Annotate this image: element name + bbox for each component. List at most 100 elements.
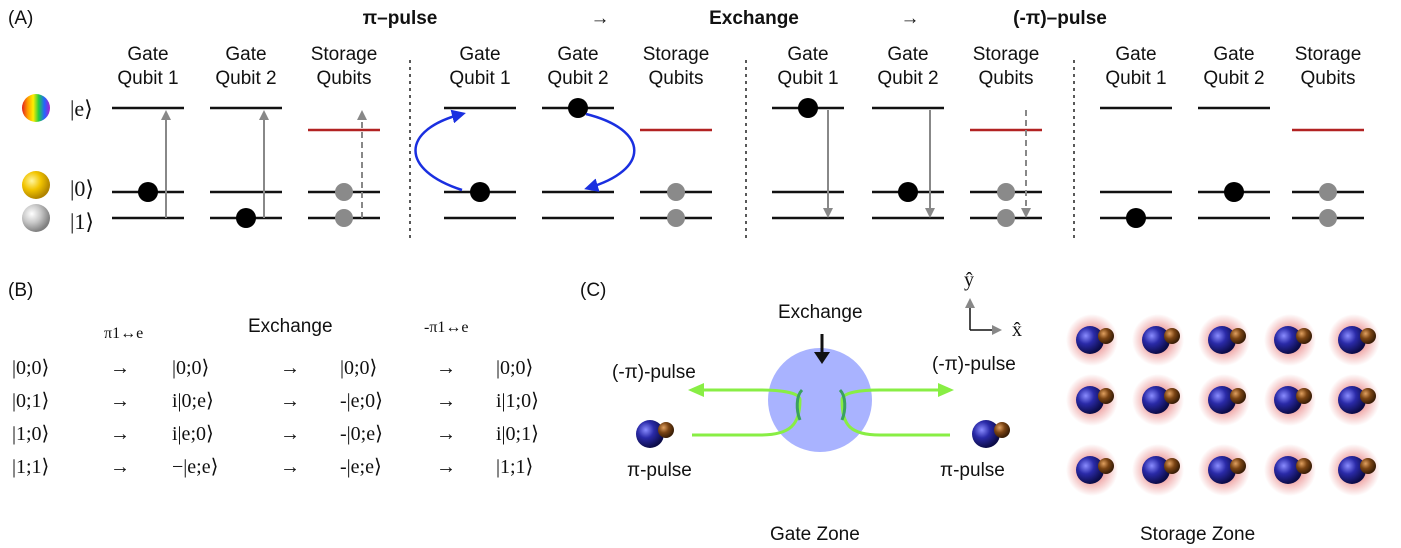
step-headers: π–pulse→Exchange→(-π)–pulse (363, 8, 1107, 29)
header-minus-pi: -π1↔e (424, 319, 469, 336)
green-path-left (688, 383, 802, 437)
storage-atom-1-0 (1066, 374, 1118, 426)
inner-arc-right (838, 388, 847, 421)
storage-dot-0-3 (1319, 183, 1337, 201)
storage-atom-1-4 (1328, 374, 1380, 426)
electron-0-1 (236, 208, 256, 228)
state-cell-2-2: i|e;0⟩ (172, 423, 214, 445)
column-label-1-0-0: Gate (459, 44, 500, 65)
axis-x-label: x̂ (1012, 319, 1022, 341)
storage-atoms (1066, 314, 1380, 496)
right-top-pulse-label: (-π)-pulse (932, 354, 1016, 375)
storage-atom-0-2 (1198, 314, 1250, 366)
storage-atom-2-1 (1132, 444, 1184, 496)
electron-1-0 (470, 182, 490, 202)
state-cell-0-1: → (110, 357, 130, 379)
electron-0-0 (138, 182, 158, 202)
column-label-3-2-0: Storage (1295, 44, 1362, 65)
state-cell-2-6: i|0;1⟩ (496, 423, 539, 445)
storage-atom-1-1 (1132, 374, 1184, 426)
state-cell-1-3: → (280, 390, 300, 412)
column-label-1-1-0: Gate (557, 44, 598, 65)
column-label-0-0-0: Gate (127, 44, 168, 65)
state-cell-0-2: |0;0⟩ (172, 357, 209, 379)
column-label-3-2-1: Qubits (1301, 68, 1356, 89)
column-label-0-1-1: Qubit 2 (215, 68, 276, 89)
column-label-2-0-0: Gate (787, 44, 828, 65)
state-cell-2-1: → (110, 423, 130, 445)
electron-2-1 (898, 182, 918, 202)
green-path-right (840, 383, 954, 437)
electron-1-1 (568, 98, 588, 118)
state-cell-3-4: -|e;e⟩ (340, 456, 382, 478)
electron-3-0 (1126, 208, 1146, 228)
storage-atom-0-1 (1132, 314, 1184, 366)
column-label-0-0-1: Qubit 1 (117, 68, 178, 89)
storage-dot-1-2 (997, 209, 1015, 227)
column-label-3-0-0: Gate (1115, 44, 1156, 65)
step-header-1: → (591, 8, 610, 29)
state-cell-2-4: -|0;e⟩ (340, 423, 383, 445)
storage-atom-2-2 (1198, 444, 1250, 496)
exchange-arrow-right (584, 112, 636, 192)
state-cell-2-5: → (436, 423, 456, 445)
state-cell-1-5: → (436, 390, 456, 412)
column-label-0-2-0: Storage (311, 44, 378, 65)
state-cell-0-0: |0;0⟩ (12, 357, 49, 379)
gate-zone-circle (768, 348, 872, 452)
state-cell-1-6: i|1;0⟩ (496, 390, 539, 412)
state-cell-3-0: |1;1⟩ (12, 456, 49, 478)
inner-arc-left (795, 388, 804, 421)
column-label-2-2-1: Qubits (979, 68, 1034, 89)
state-cell-3-6: |1;1⟩ (496, 456, 533, 478)
storage-atom-1-2 (1198, 374, 1250, 426)
storage-atom-2-3 (1264, 444, 1316, 496)
state-cell-1-2: i|0;e⟩ (172, 390, 214, 412)
column-label-3-1-1: Qubit 2 (1203, 68, 1264, 89)
column-label-1-2-0: Storage (643, 44, 710, 65)
exchange-label: Exchange (778, 302, 863, 323)
left-top-pulse-label: (-π)-pulse (612, 362, 696, 383)
storage-atom-0-4 (1328, 314, 1380, 366)
atom-left (636, 420, 674, 448)
state-cell-0-3: → (280, 357, 300, 379)
storage-dot-1-0 (335, 209, 353, 227)
step-header-0: π–pulse (363, 8, 438, 29)
right-bottom-pulse-label: π-pulse (940, 460, 1005, 481)
storage-dot-0-0 (335, 183, 353, 201)
step-header-3: → (901, 8, 920, 29)
state-table: |0;0⟩→|0;0⟩→|0;0⟩→|0;0⟩|0;1⟩→i|0;e⟩→-|e;… (12, 357, 539, 478)
state-cell-0-5: → (436, 357, 456, 379)
state-cell-2-3: → (280, 423, 300, 445)
panel-c-label: (C) (580, 280, 606, 301)
atom-right (972, 420, 1010, 448)
gate-zone-label: Gate Zone (770, 524, 860, 545)
storage-atom-0-0 (1066, 314, 1118, 366)
state-cell-3-2: −|e;e⟩ (172, 456, 218, 478)
column-label-0-2-1: Qubits (317, 68, 372, 89)
column-label-2-1-0: Gate (887, 44, 928, 65)
axis-y-label: ŷ (964, 269, 974, 291)
gray-sphere-icon (22, 204, 50, 232)
left-bottom-pulse-label: π-pulse (627, 460, 692, 481)
panel-c: (C) Exchange (-π)-pulse (-π)-pulse π-pul… (580, 269, 1380, 545)
panel-b: (B) π1↔e Exchange -π1↔e |0;0⟩→|0;0⟩→|0;0… (8, 280, 539, 478)
rainbow-sphere-icon (22, 94, 50, 122)
column-label-2-2-0: Storage (973, 44, 1040, 65)
step-header-4: (-π)–pulse (1013, 8, 1107, 29)
state-cell-3-1: → (110, 456, 130, 478)
state-cell-3-5: → (436, 456, 456, 478)
storage-atom-2-4 (1328, 444, 1380, 496)
column-label-2-1-1: Qubit 2 (877, 68, 938, 89)
state-cell-1-1: → (110, 390, 130, 412)
electron-2-0 (798, 98, 818, 118)
level-0-label: |0⟩ (70, 176, 94, 201)
storage-zone-label: Storage Zone (1140, 524, 1255, 545)
column-label-1-0-1: Qubit 1 (449, 68, 510, 89)
state-cell-2-0: |1;0⟩ (12, 423, 49, 445)
exchange-pointer-head (814, 352, 830, 364)
